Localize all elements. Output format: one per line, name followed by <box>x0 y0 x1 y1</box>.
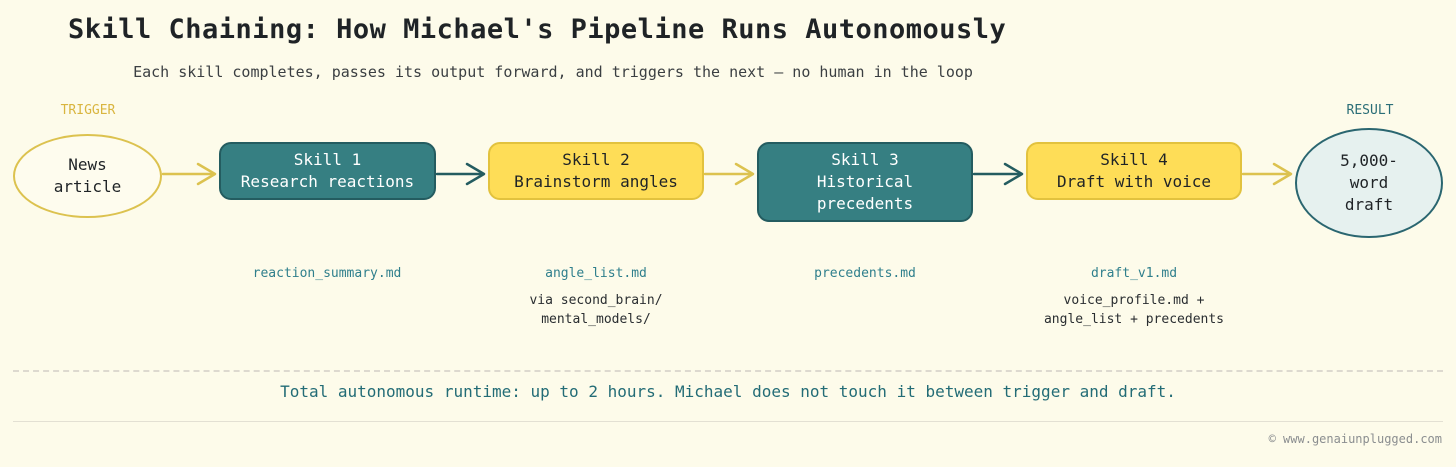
skill-4-input-note: voice_profile.md + angle_list + preceden… <box>1014 291 1254 329</box>
skill-2-note-line: via second_brain/ <box>529 293 663 308</box>
skill-1-node: Skill 1 Research reactions <box>219 142 436 200</box>
skill-4-note-line: voice_profile.md + <box>1063 293 1205 308</box>
skill-2-node: Skill 2 Brainstorm angles <box>488 142 704 200</box>
arrow-skill4-to-end <box>1241 162 1293 186</box>
skill-4-output-file: draft_v1.md <box>1090 266 1178 281</box>
copyright-notice: © www.genaiunplugged.com <box>1268 432 1442 446</box>
arrow-skill3-to-skill4 <box>972 162 1024 186</box>
result-node-line: draft <box>1344 195 1394 214</box>
skill-3-line: precedents <box>816 194 914 213</box>
dashed-divider <box>13 370 1443 372</box>
skill-3-node: Skill 3 Historical precedents <box>757 142 973 222</box>
skill-4-line: Draft with voice <box>1056 172 1212 191</box>
skill-2-note-line: mental_models/ <box>541 312 651 327</box>
skill-4-note-line: angle_list + precedents <box>1043 312 1224 327</box>
arrow-skill2-to-skill3 <box>703 162 755 186</box>
result-label: RESULT <box>1346 103 1394 118</box>
skill-1-line: Research reactions <box>240 172 415 191</box>
trigger-label: TRIGGER <box>60 103 116 118</box>
result-node-draft: 5,000- word draft <box>1295 128 1443 238</box>
skill-4-node: Skill 4 Draft with voice <box>1026 142 1242 200</box>
footer-divider <box>13 421 1443 422</box>
skill-3-line: Skill 3 <box>831 150 899 169</box>
trigger-node-line: article <box>53 177 122 196</box>
result-node-line: word <box>1349 173 1389 192</box>
diagram-subtitle: Each skill completes, passes its output … <box>133 63 973 81</box>
result-node-line: 5,000- <box>1340 151 1398 170</box>
trigger-node-news-article: News article <box>13 134 162 218</box>
skill-3-line: Historical <box>816 172 914 191</box>
skill-3-output-file: precedents.md <box>814 266 916 281</box>
skill-2-line: Brainstorm angles <box>514 172 678 191</box>
arrow-start-to-skill1 <box>161 162 217 186</box>
diagram-title: Skill Chaining: How Michael's Pipeline R… <box>68 14 1007 45</box>
skill-4-line: Skill 4 <box>1100 150 1168 169</box>
trigger-node-line: News <box>68 155 107 174</box>
skill-1-line: Skill 1 <box>293 150 362 169</box>
runtime-summary: Total autonomous runtime: up to 2 hours.… <box>280 382 1176 401</box>
skill-1-output-file: reaction_summary.md <box>252 266 402 281</box>
skill-2-input-note: via second_brain/ mental_models/ <box>476 291 716 329</box>
skill-2-output-file: angle_list.md <box>545 266 647 281</box>
arrow-skill1-to-skill2 <box>435 162 486 186</box>
skill-2-line: Skill 2 <box>562 150 630 169</box>
